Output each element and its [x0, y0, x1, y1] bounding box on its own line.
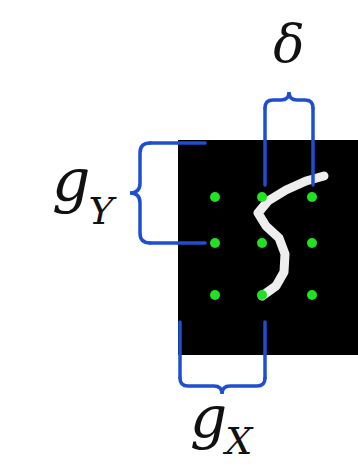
dimension-symbol: δ	[273, 18, 304, 70]
digit-stroke	[258, 176, 324, 296]
gy-brace	[130, 143, 150, 243]
gx-guides	[180, 322, 265, 378]
digit-image	[178, 140, 358, 355]
sampling-grid	[210, 192, 317, 300]
dimension-brackets	[130, 92, 313, 394]
delta-guides	[265, 108, 313, 185]
dimension-symbol: g	[190, 388, 227, 446]
subscript-letter: X	[225, 422, 252, 460]
dimension-symbol: g	[52, 150, 90, 210]
delta-brace	[265, 92, 313, 108]
subscript-letter: Y	[88, 192, 113, 230]
gy-guides	[150, 143, 205, 243]
